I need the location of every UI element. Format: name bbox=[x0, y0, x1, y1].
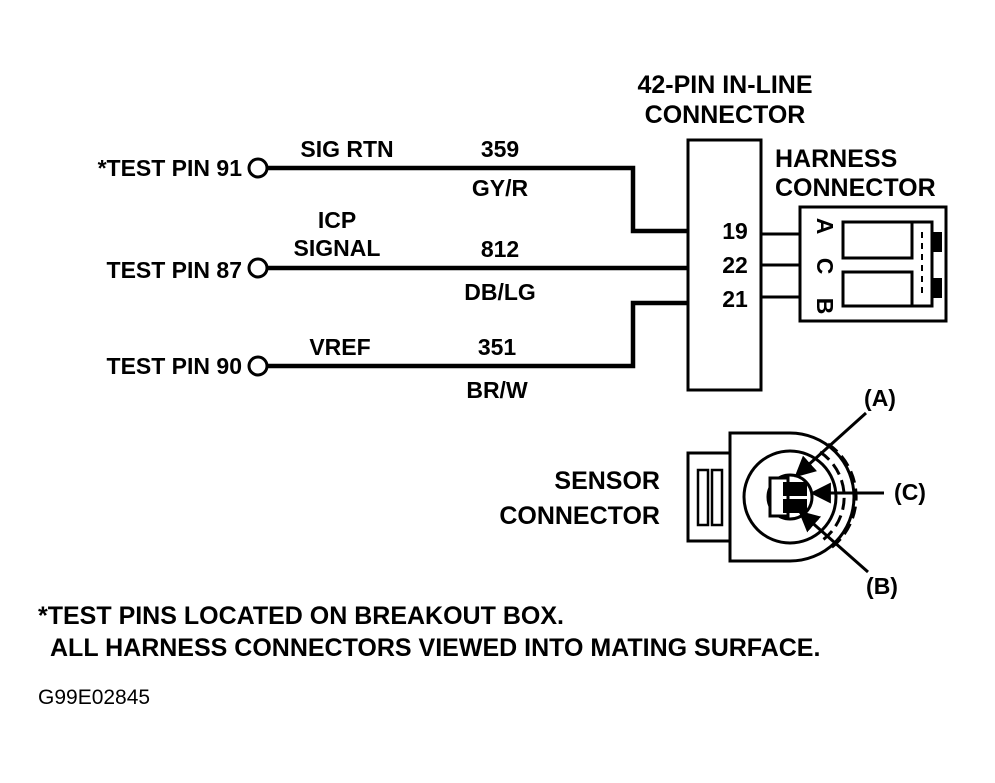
arrow-b bbox=[798, 510, 869, 574]
circuit-icp-line1: ICP bbox=[318, 207, 356, 233]
harness-connector-title-line2: CONNECTOR bbox=[775, 174, 936, 202]
callout-a: (A) bbox=[864, 385, 896, 411]
inline-connector-body bbox=[686, 138, 763, 392]
wire-sig-rtn bbox=[267, 165, 688, 234]
inline-pin-19: 19 bbox=[722, 218, 748, 244]
note-line-2: ALL HARNESS CONNECTORS VIEWED INTO MATIN… bbox=[50, 634, 820, 662]
test-pin-87-terminal bbox=[247, 257, 269, 279]
inline-pin-21: 21 bbox=[722, 286, 748, 312]
sensor-connector-drawing bbox=[686, 431, 858, 563]
harness-pin-c: C bbox=[812, 258, 838, 275]
note-line-1: *TEST PINS LOCATED ON BREAKOUT BOX. bbox=[38, 602, 564, 630]
harness-pin-b: B bbox=[812, 298, 838, 315]
sensor-connector-label-line2: CONNECTOR bbox=[499, 502, 660, 530]
wire-number-812: 812 bbox=[481, 236, 519, 262]
wire-color-br-w: BR/W bbox=[466, 377, 528, 403]
inline-connector-title-line1: 42-PIN IN-LINE bbox=[637, 71, 812, 99]
test-pin-91-terminal bbox=[247, 157, 269, 179]
harness-pin-a: A bbox=[812, 218, 838, 235]
wire-color-gy-r: GY/R bbox=[472, 175, 529, 201]
circuit-icp-line2: SIGNAL bbox=[294, 235, 381, 261]
wire-color-db-lg: DB/LG bbox=[464, 279, 536, 305]
callout-b: (B) bbox=[866, 573, 898, 599]
circuit-sig-rtn: SIG RTN bbox=[300, 136, 393, 162]
wire-number-351: 351 bbox=[478, 334, 517, 360]
test-pin-87-label: TEST PIN 87 bbox=[107, 257, 242, 283]
test-pin-91-label: *TEST PIN 91 bbox=[98, 155, 243, 181]
inline-connector-title-line2: CONNECTOR bbox=[645, 101, 806, 129]
harness-connector-drawing bbox=[798, 205, 948, 323]
callout-c: (C) bbox=[894, 479, 926, 505]
wire-number-359: 359 bbox=[481, 136, 519, 162]
wire-vref bbox=[267, 300, 688, 369]
circuit-vref: VREF bbox=[309, 334, 370, 360]
test-pin-90-terminal bbox=[247, 355, 269, 377]
arrow-a bbox=[794, 411, 868, 478]
harness-connector-title-line1: HARNESS bbox=[775, 145, 897, 173]
inline-pin-22: 22 bbox=[722, 252, 748, 278]
figure-code: G99E02845 bbox=[38, 686, 150, 709]
sensor-connector-label-line1: SENSOR bbox=[554, 467, 660, 495]
test-pin-90-label: TEST PIN 90 bbox=[107, 353, 242, 379]
